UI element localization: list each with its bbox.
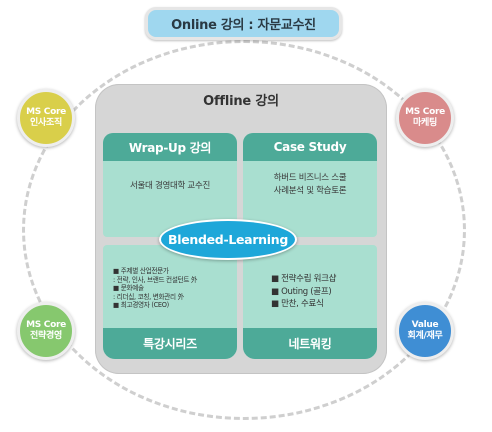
special-lecture-header: 특강시리즈 <box>103 328 237 359</box>
case-study-line: 사례분석 및 학습토론 <box>273 186 347 196</box>
case-study-header: Case Study <box>243 133 377 161</box>
case-study-title: Case Study <box>273 140 347 154</box>
blended-learning-label: Blended-Learning <box>167 232 289 247</box>
value-finance-circle: Value 회계/재무 <box>396 302 454 360</box>
wrap-up-line: 서울대 경영대학 교수진 <box>129 181 210 191</box>
special-lecture-list: ■ 주제별 산업전문가 : 전략, 인사, 브랜드 컨설턴트 外 ■ 문화예술 … <box>113 267 235 310</box>
circle-line1: MS Core <box>26 320 66 330</box>
case-study-body: 하버드 비즈니스 스쿨 사례분석 및 학습토론 <box>243 172 377 198</box>
networking-header: 네트워킹 <box>243 328 377 359</box>
circle-line1: MS Core <box>26 107 66 117</box>
dashed-ring <box>22 40 466 420</box>
list-item: ■ 최고경영자 (CEO) <box>113 301 169 310</box>
networking-list: ■ 전략수립 워크샵 ■ Outing (골프) ■ 만찬, 수료식 <box>271 273 371 311</box>
ms-core-marketing-circle: MS Core 마케팅 <box>396 89 454 147</box>
list-item: ■ 문화예술 <box>113 284 144 293</box>
list-item: : 리더십, 코칭, 변화관리 外 <box>113 292 184 301</box>
circle-line2: 전략경영 <box>30 331 62 341</box>
list-item: ■ 전략수립 워크샵 <box>271 274 337 284</box>
offline-lecture-title: Offline 강의 <box>203 94 279 109</box>
wrap-up-body: 서울대 경영대학 교수진 <box>103 180 237 193</box>
list-item: ■ Outing (골프) <box>271 286 332 297</box>
online-lecture-banner: Online 강의 : 자문교수진 <box>145 7 342 40</box>
circle-line1: MS Core <box>405 107 445 117</box>
blended-learning-ellipse: Blended-Learning <box>159 219 297 260</box>
wrap-up-header: Wrap-Up 강의 <box>103 133 237 161</box>
special-lecture-title: 특강시리즈 <box>143 337 197 351</box>
ms-core-hr-circle: MS Core 인사조직 <box>17 89 75 147</box>
case-study-line: 하버드 비즈니스 스쿨 <box>273 173 347 183</box>
list-item: : 전략, 인사, 브랜드 컨설턴트 外 <box>113 275 198 284</box>
online-lecture-title: Online 강의 : 자문교수진 <box>171 18 316 33</box>
ms-core-strategy-circle: MS Core 전략경영 <box>17 302 75 360</box>
circle-line2: 마케팅 <box>413 118 437 128</box>
circle-line2: 회계/재무 <box>407 331 443 341</box>
circle-line2: 인사조직 <box>30 118 62 128</box>
list-item: ■ 주제별 산업전문가 <box>113 267 169 275</box>
networking-title: 네트워킹 <box>288 337 332 351</box>
wrap-up-title: Wrap-Up 강의 <box>128 140 212 155</box>
list-item: ■ 만찬, 수료식 <box>271 299 324 309</box>
circle-line1: Value <box>411 320 439 330</box>
